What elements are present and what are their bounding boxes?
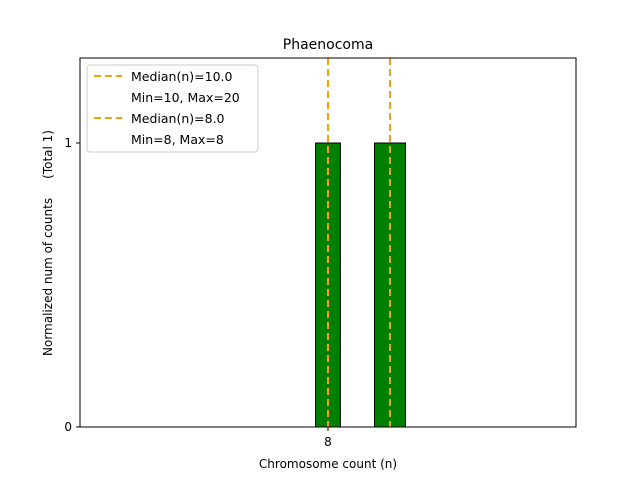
x-tick-label-1: 8 (324, 435, 332, 449)
legend-label-1: Median(n)=10.0 (131, 69, 232, 84)
legend-sublabel-1: Min=10, Max=20 (131, 90, 240, 105)
legend: Median(n)=10.0 Min=10, Max=20 Median(n)=… (86, 64, 259, 153)
y-axis-label: Normalized num of counts (Total 1) (41, 130, 55, 356)
x-axis-label: Chromosome count (n) (259, 457, 397, 471)
axes-frame (79, 57, 577, 428)
legend-label-2: Median(n)=8.0 (131, 111, 225, 126)
y-tick-label-2: 1 (64, 136, 72, 150)
chart-title: Phaenocoma (283, 37, 373, 53)
y-tick-label-1: 0 (64, 420, 72, 434)
plot-area: 8 0 1 (64, 58, 406, 449)
legend-box (86, 64, 259, 153)
legend-sublabel-2: Min=8, Max=8 (131, 132, 224, 147)
